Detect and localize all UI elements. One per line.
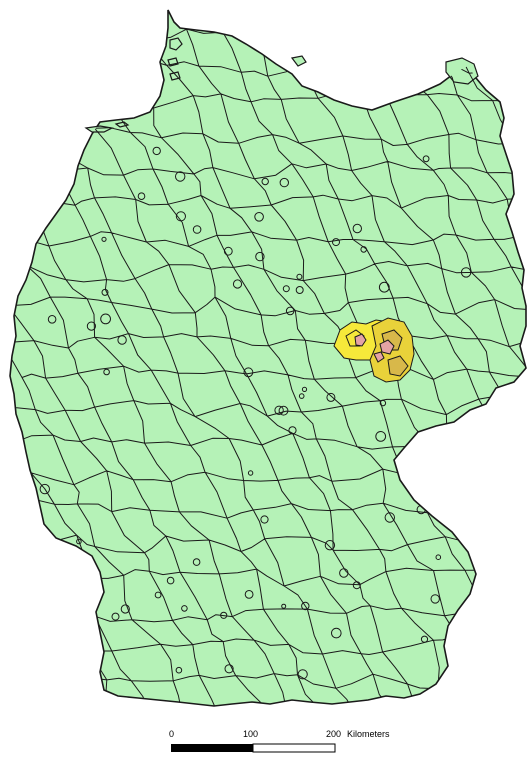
city-district <box>243 367 254 378</box>
city-district <box>430 594 440 604</box>
city-district <box>255 251 265 262</box>
city-district <box>47 315 57 324</box>
city-district <box>76 538 82 545</box>
city-district <box>254 212 264 222</box>
island <box>290 55 307 67</box>
city-district <box>181 605 188 612</box>
center-city <box>354 333 367 347</box>
city-district <box>375 431 387 442</box>
island <box>169 37 183 51</box>
city-district <box>137 192 146 200</box>
city-district <box>486 618 498 630</box>
city-district <box>279 177 289 188</box>
center-city <box>379 339 395 355</box>
city-district <box>422 155 430 163</box>
city-district <box>360 246 368 253</box>
north-sea-islands <box>84 37 183 133</box>
city-district <box>120 604 130 614</box>
city-district <box>55 604 66 616</box>
city-district <box>301 386 308 392</box>
city-district <box>435 554 442 561</box>
city-district <box>296 273 303 280</box>
city-district <box>175 666 183 674</box>
city-district <box>461 449 471 460</box>
city-district <box>297 669 308 680</box>
city-district <box>378 281 390 293</box>
city-district <box>154 591 162 599</box>
city-district <box>152 146 161 156</box>
city-district <box>175 211 186 222</box>
city-district <box>298 393 305 399</box>
city-district <box>295 286 304 294</box>
germany-landmass <box>9 9 527 707</box>
city-district <box>192 225 202 234</box>
scale-label-0: 0 <box>169 729 174 739</box>
city-district <box>247 470 254 476</box>
city-district <box>101 288 109 296</box>
city-district <box>42 539 49 546</box>
scale-segment-black <box>171 744 253 752</box>
city-district <box>39 483 50 495</box>
city-district <box>223 246 233 256</box>
city-district <box>339 568 349 578</box>
highlighted-region <box>333 317 415 383</box>
scale-bar: 0 100 200 Kilometers <box>169 729 390 753</box>
city-district <box>101 236 107 242</box>
city-district <box>384 512 395 523</box>
city-district <box>285 306 295 316</box>
city-district <box>331 627 342 639</box>
city-district <box>220 611 228 619</box>
city-district <box>278 405 289 416</box>
city-district <box>117 335 127 345</box>
city-district <box>439 514 445 521</box>
scale-segment-white <box>252 743 336 753</box>
city-district <box>224 664 234 674</box>
city-district <box>103 368 110 376</box>
scale-label-200: 200 <box>326 729 341 739</box>
center-city <box>373 351 385 363</box>
city-district <box>420 635 429 643</box>
city-district <box>324 540 336 551</box>
city-district <box>274 405 284 415</box>
city-district <box>260 515 269 524</box>
scale-label-100: 100 <box>243 729 258 739</box>
city-district <box>232 279 243 289</box>
island <box>169 71 181 81</box>
city-district <box>352 223 362 234</box>
city-district <box>332 238 340 247</box>
highlight-subdistrict <box>387 355 409 377</box>
city-district <box>460 267 472 278</box>
city-district <box>288 426 297 435</box>
city-district <box>282 285 290 293</box>
city-district <box>261 177 269 186</box>
city-district <box>111 612 120 621</box>
city-district <box>244 590 254 599</box>
city-district <box>379 399 387 407</box>
city-district <box>175 171 186 182</box>
city-district <box>67 558 75 566</box>
scale-unit-label: Kilometers <box>347 729 390 739</box>
city-district <box>166 576 175 585</box>
city-district <box>281 603 287 609</box>
baltic-islands <box>290 55 479 85</box>
city-district <box>326 392 336 402</box>
city-district <box>492 503 503 514</box>
island <box>114 121 130 128</box>
city-district <box>301 601 310 611</box>
city-district <box>192 558 201 566</box>
city-district <box>86 321 97 331</box>
city-district <box>352 581 361 590</box>
city-district <box>100 313 111 325</box>
